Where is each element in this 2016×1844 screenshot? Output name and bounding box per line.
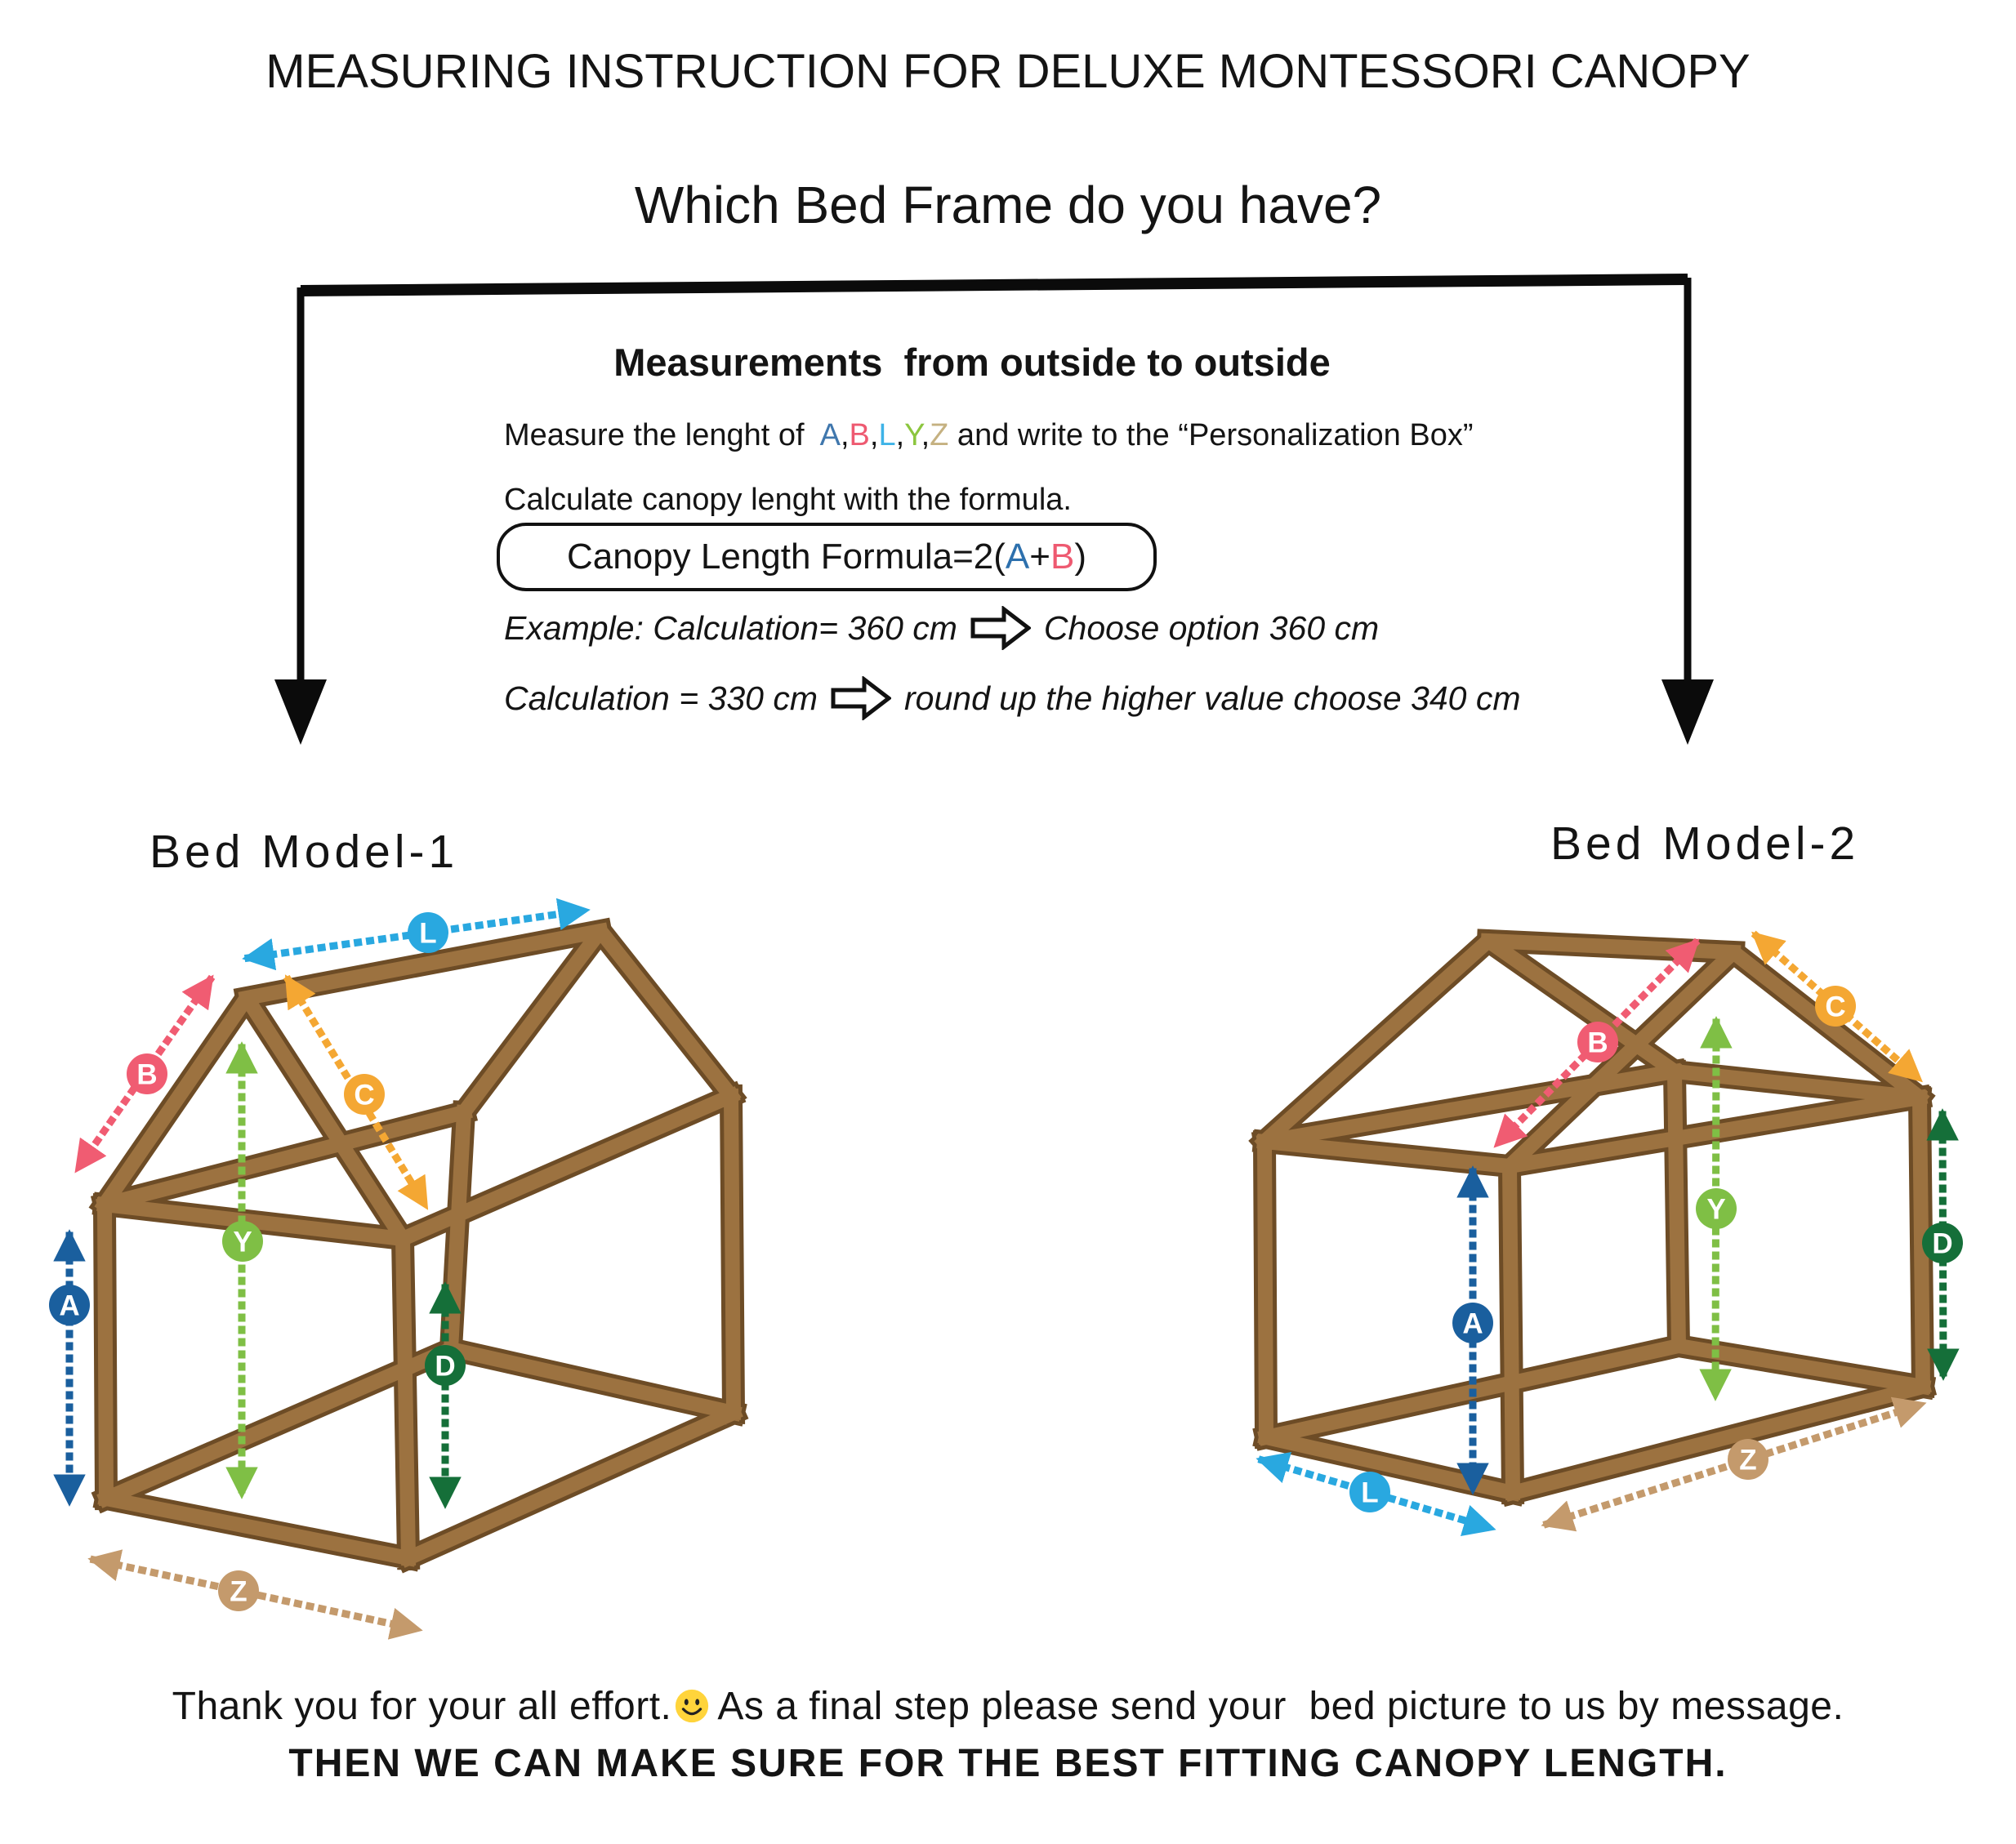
- measure-badge-Y: Y: [1696, 1188, 1737, 1229]
- page-title: MEASURING INSTRUCTION FOR DELUXE MONTESS…: [265, 45, 1751, 98]
- formula-plus: +: [1029, 537, 1050, 577]
- measure-badge-D: D: [425, 1345, 466, 1386]
- svg-text:Z: Z: [1739, 1445, 1756, 1477]
- svg-text:L: L: [419, 918, 436, 950]
- comma: ,: [895, 418, 905, 452]
- footer-text-post: As a final step please send your bed pic…: [717, 1685, 1844, 1728]
- measure-letter-A: A: [819, 418, 841, 452]
- formula-box: Canopy Length Formula=2(A+B): [497, 523, 1157, 591]
- bed1-measure-badges: L B C Y A D Z: [49, 912, 466, 1611]
- footer-text-pre: Thank you for your all effort.: [172, 1685, 672, 1728]
- measure-badge-D: D: [1922, 1223, 1963, 1263]
- measure-badge-L: L: [1349, 1472, 1390, 1512]
- down-arrow-left-icon: [274, 679, 327, 745]
- bed-model-2-figure: B C Y A D L Z: [1217, 882, 1963, 1536]
- example-row-1: Example: Calculation= 360 cm Choose opti…: [504, 606, 1379, 650]
- measure-badge-B: B: [127, 1053, 167, 1094]
- comma: ,: [840, 418, 850, 452]
- bed-model-1-figure: L B C Y A D Z: [49, 898, 809, 1640]
- calculate-sentence: Calculate canopy lenght with the formula…: [504, 483, 1072, 517]
- example2-right: round up the higher value choose 340 cm: [904, 679, 1521, 717]
- example1-right: Choose option 360 cm: [1043, 608, 1380, 647]
- measure-letter-Y: Y: [904, 418, 921, 452]
- measure-badge-C: C: [1815, 986, 1856, 1027]
- measure-sentence: Measure the lenght of A,B,L,Y,Z and writ…: [504, 418, 1473, 453]
- svg-text:L: L: [1361, 1477, 1378, 1509]
- right-block-arrow-icon: [831, 676, 892, 720]
- formula-letter-A: A: [1005, 537, 1030, 577]
- svg-text:D: D: [435, 1351, 455, 1383]
- smiley-icon: [676, 1689, 709, 1723]
- bed-model-2-label: Bed Model-2: [1550, 817, 1860, 870]
- measure-badge-C: C: [344, 1074, 385, 1115]
- bed1-frame: [105, 931, 734, 1558]
- measure-badge-B: B: [1577, 1022, 1618, 1062]
- bracket-top-bar: [300, 274, 1688, 296]
- footer-bold-line: THEN WE CAN MAKE SURE FOR THE BEST FITTI…: [288, 1742, 1728, 1785]
- measure-badge-Z: Z: [1728, 1439, 1768, 1480]
- svg-text:C: C: [1825, 991, 1845, 1023]
- svg-text:Z: Z: [230, 1576, 247, 1608]
- example2-left: Calculation = 330 cm: [504, 679, 818, 717]
- example-row-2: Calculation = 330 cm round up the higher…: [504, 676, 1520, 720]
- down-arrow-right-icon: [1661, 679, 1714, 745]
- example1-left: Example: Calculation= 360 cm: [504, 608, 957, 647]
- svg-text:A: A: [59, 1290, 79, 1322]
- measure-badge-A: A: [1452, 1303, 1493, 1343]
- formula-letter-B: B: [1050, 537, 1075, 577]
- measure-letter-B: B: [849, 418, 870, 452]
- measure-arrow-B: [1492, 938, 1701, 1149]
- right-block-arrow-icon: [970, 606, 1031, 650]
- measure-suffix: and write to the “Personalization Box”: [948, 418, 1474, 452]
- svg-text:Y: Y: [1706, 1194, 1725, 1226]
- svg-text:D: D: [1932, 1228, 1952, 1260]
- comma: ,: [921, 418, 930, 452]
- svg-text:B: B: [136, 1059, 157, 1091]
- svg-text:Y: Y: [233, 1227, 252, 1258]
- formula-suffix: ): [1074, 537, 1086, 577]
- measure-badge-Z: Z: [218, 1570, 259, 1611]
- measure-letter-L: L: [878, 418, 896, 452]
- bed2-measure-badges: B C Y A D L Z: [1349, 986, 1963, 1512]
- formula-prefix: Canopy Length Formula=2(: [567, 537, 1006, 577]
- selector-bracket: [274, 274, 1714, 745]
- measure-badge-Y: Y: [222, 1221, 263, 1262]
- comma: ,: [869, 418, 879, 452]
- svg-text:C: C: [354, 1080, 374, 1111]
- svg-text:B: B: [1587, 1027, 1608, 1059]
- measure-badge-L: L: [408, 912, 448, 953]
- svg-text:A: A: [1462, 1308, 1483, 1340]
- measure-letter-Z: Z: [930, 418, 949, 452]
- measure-prefix: Measure the lenght of: [504, 418, 820, 452]
- page-subtitle: Which Bed Frame do you have?: [634, 176, 1382, 234]
- measure-badge-A: A: [49, 1285, 90, 1325]
- bed-model-1-label: Bed Model-1: [149, 826, 459, 878]
- measurements-heading: Measurements from outside to outside: [613, 341, 1331, 384]
- footer-thanks-line: Thank you for your all effort. As a final…: [0, 1684, 2016, 1729]
